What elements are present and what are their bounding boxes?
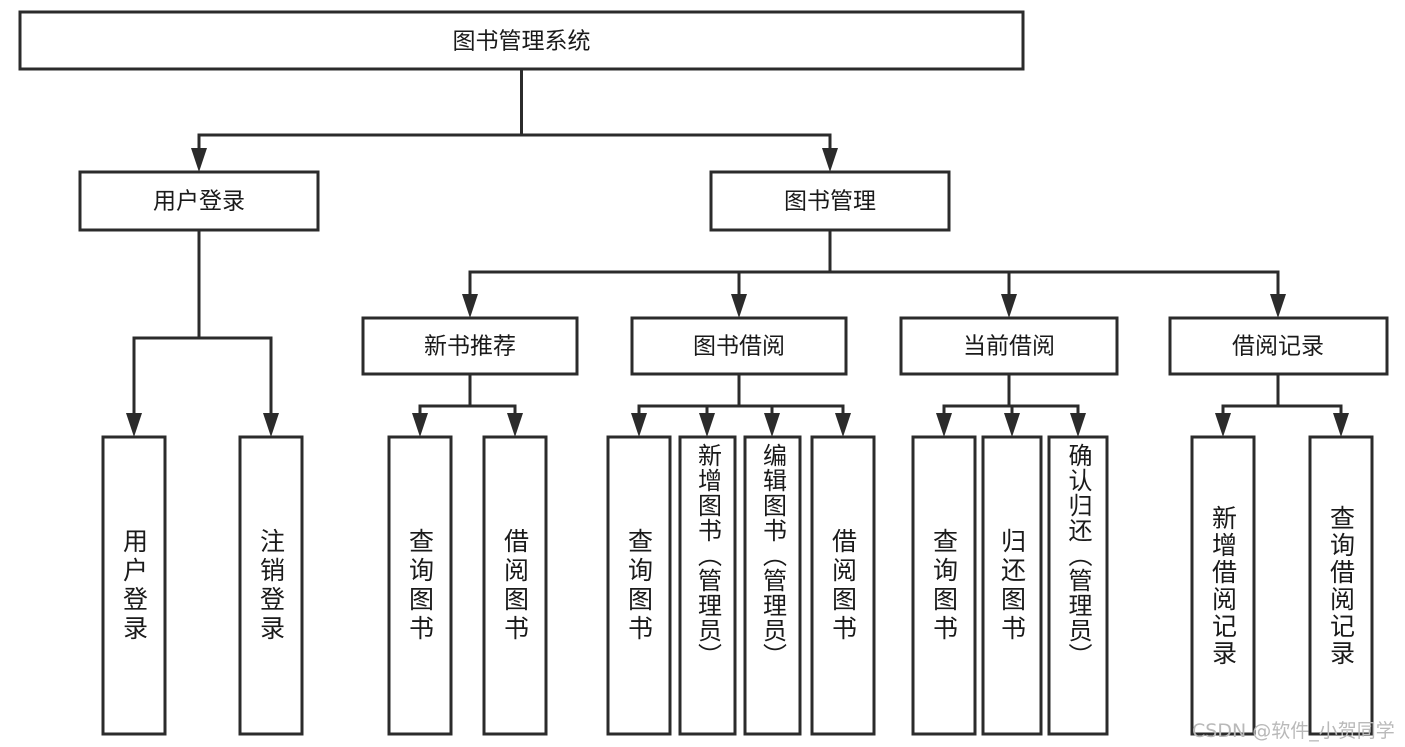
leaf-box-borrow-book-bb[interactable] <box>810 435 876 736</box>
node-root-label: 图书管理系统 <box>453 29 591 55</box>
node-book-management[interactable]: 图书管理 <box>709 170 951 232</box>
arrow-head-to-user-login <box>191 148 207 172</box>
connector-book-borrow-to-leaves <box>637 372 845 419</box>
arrow-head-to-new-book-recommend <box>462 294 478 318</box>
arrow-head-to-leaf-user-logout <box>263 413 279 437</box>
arrow-head-to-leaf-return-book <box>1004 413 1020 437</box>
node-borrow-record-box <box>1168 316 1389 376</box>
connector-borrow-record-to-leaves <box>1221 372 1343 419</box>
arrow-head-to-leaf-edit-book <box>764 413 780 437</box>
arrow-head-to-book-borrow <box>731 294 747 318</box>
connector-new-book-recommend-to-leaves <box>418 372 517 419</box>
node-borrow-record[interactable]: 借阅记录 <box>1168 316 1389 376</box>
node-current-borrow-box <box>899 316 1119 376</box>
arrow-head-to-borrow-record <box>1270 294 1286 318</box>
leaf-box-edit-book[interactable] <box>743 435 802 736</box>
arrow-head-to-leaf-query-book-cb <box>936 413 952 437</box>
arrow-head-to-leaf-confirm-return <box>1070 413 1086 437</box>
arrow-head-to-book-manage <box>822 148 838 172</box>
node-book-borrow[interactable]: 图书借阅 <box>630 316 848 376</box>
arrow-head-to-leaf-query-book-nbr <box>412 413 428 437</box>
node-book-borrow-box <box>630 316 848 376</box>
arrow-head-to-leaf-add-book <box>699 413 715 437</box>
connector-book-manage-to-level2 <box>468 228 1280 300</box>
arrow-head-to-leaf-borrow-book-bb <box>835 413 851 437</box>
node-user-login-box <box>78 170 320 232</box>
node-root-book-management-system[interactable]: 图书管理系统 <box>18 10 1025 71</box>
arrow-head-to-leaf-query-record <box>1333 413 1349 437</box>
leaf-box-add-book[interactable] <box>678 435 737 736</box>
node-book-management-box <box>709 170 951 232</box>
leaf-box-borrow-book-nbr[interactable] <box>482 435 548 736</box>
node-user-login[interactable]: 用户登录 <box>78 170 320 232</box>
csdn-watermark: CSDN @软件_小贺同学 <box>1192 720 1395 742</box>
connector-user-login-to-leaves <box>132 228 273 419</box>
node-root-box <box>18 10 1025 71</box>
arrow-head-to-current-borrow <box>1001 294 1017 318</box>
arrow-head-to-leaf-borrow-book-nbr <box>507 413 523 437</box>
node-new-book-recommend-label: 新书推荐 <box>424 334 516 360</box>
leaf-box-return-book[interactable] <box>981 435 1043 736</box>
leaf-box-query-book-cb[interactable] <box>911 435 977 736</box>
node-current-borrow-label: 当前借阅 <box>963 334 1055 360</box>
arrow-head-to-leaf-add-record <box>1215 413 1231 437</box>
node-new-book-recommend[interactable]: 新书推荐 <box>361 316 579 376</box>
leaf-box-user-logout[interactable] <box>238 435 304 736</box>
leaf-box-query-record[interactable] <box>1308 435 1374 736</box>
leaf-box-query-book-nbr[interactable] <box>387 435 453 736</box>
leaf-box-confirm-return[interactable] <box>1047 435 1109 736</box>
arrow-head-to-leaf-query-book-bb <box>631 413 647 437</box>
connector-root-to-level1 <box>197 67 832 154</box>
leaf-box-query-book-bb[interactable] <box>606 435 672 736</box>
connector-current-borrow-to-leaves <box>942 372 1080 419</box>
leaf-box-user-login[interactable] <box>101 435 167 736</box>
node-book-borrow-label: 图书借阅 <box>693 334 785 360</box>
leaf-box-add-record[interactable] <box>1190 435 1256 736</box>
arrow-head-to-leaf-user-login <box>126 413 142 437</box>
leaf-boxes-group <box>101 435 1374 736</box>
node-book-management-label: 图书管理 <box>784 189 876 215</box>
node-new-book-recommend-box <box>361 316 579 376</box>
node-current-borrow[interactable]: 当前借阅 <box>899 316 1119 376</box>
node-user-login-label: 用户登录 <box>153 189 245 215</box>
node-borrow-record-label: 借阅记录 <box>1232 334 1324 360</box>
connectors-group <box>126 67 1349 437</box>
